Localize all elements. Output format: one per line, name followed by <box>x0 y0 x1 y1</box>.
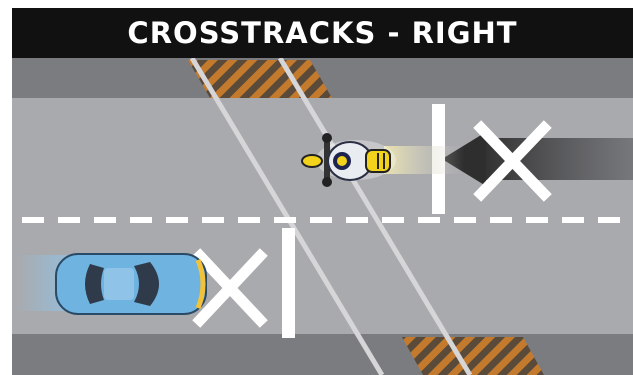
road-scene-svg <box>12 58 633 375</box>
crossing-pad-bottom <box>402 337 544 375</box>
stop-line <box>282 228 295 338</box>
title-bar: CROSSTRACKS - RIGHT <box>12 8 633 58</box>
diagram-title: CROSSTRACKS - RIGHT <box>127 16 517 50</box>
crossing-pad-top <box>188 60 332 98</box>
road-scene <box>12 58 633 375</box>
car-icon <box>16 254 206 314</box>
diagram-frame: CROSSTRACKS - RIGHT <box>12 8 633 375</box>
